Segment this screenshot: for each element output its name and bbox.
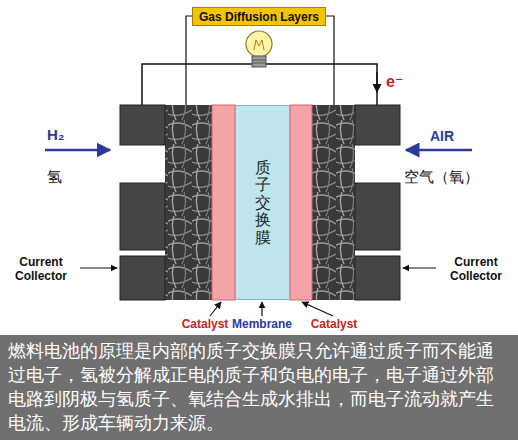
- leader-line: [186, 16, 192, 105]
- part-label: Current Collector: [4, 255, 78, 284]
- circuit-wire: [142, 64, 252, 105]
- pointer-arrow: [80, 267, 117, 268]
- gas-label: AIR: [430, 128, 454, 145]
- current-collector: [120, 105, 400, 300]
- leader-line: [326, 16, 334, 105]
- gas-label: 空气（氧）: [404, 168, 479, 186]
- membrane-band: 质子交换膜: [235, 105, 290, 300]
- caption-bar: 燃料电池的原理是内部的质子交换膜只允许通过质子而不能通过电子，氢被分解成正电的质…: [0, 335, 518, 440]
- catalyst-layer: [212, 105, 235, 300]
- electron-arrow: [376, 72, 378, 92]
- pointer-arrow: [261, 302, 262, 316]
- air-inlet-arrow: [406, 149, 472, 152]
- vertical-label: 质子交换膜: [255, 159, 271, 247]
- gas-diffusion-layer: [165, 105, 212, 300]
- light-bulb: [246, 31, 272, 67]
- pointer-arrow: [210, 302, 221, 316]
- part-label: Current Collector: [438, 255, 514, 284]
- part-label: Catalyst: [176, 317, 234, 331]
- part-label: Catalyst: [305, 317, 363, 331]
- gas-label: 氢: [47, 168, 62, 186]
- gas-label: H₂: [47, 126, 65, 144]
- electron-label: e⁻: [386, 72, 403, 91]
- part-label: Membrane: [232, 317, 292, 331]
- heading-label: Gas Diffusion Layers: [192, 7, 326, 26]
- gas-diffusion-layer: [312, 105, 355, 300]
- circuit-wire: [266, 64, 377, 105]
- catalyst-layer: [290, 105, 312, 300]
- pointer-arrow: [302, 302, 333, 316]
- pointer-arrow: [403, 267, 436, 268]
- hydrogen-inlet-arrow: [45, 149, 110, 152]
